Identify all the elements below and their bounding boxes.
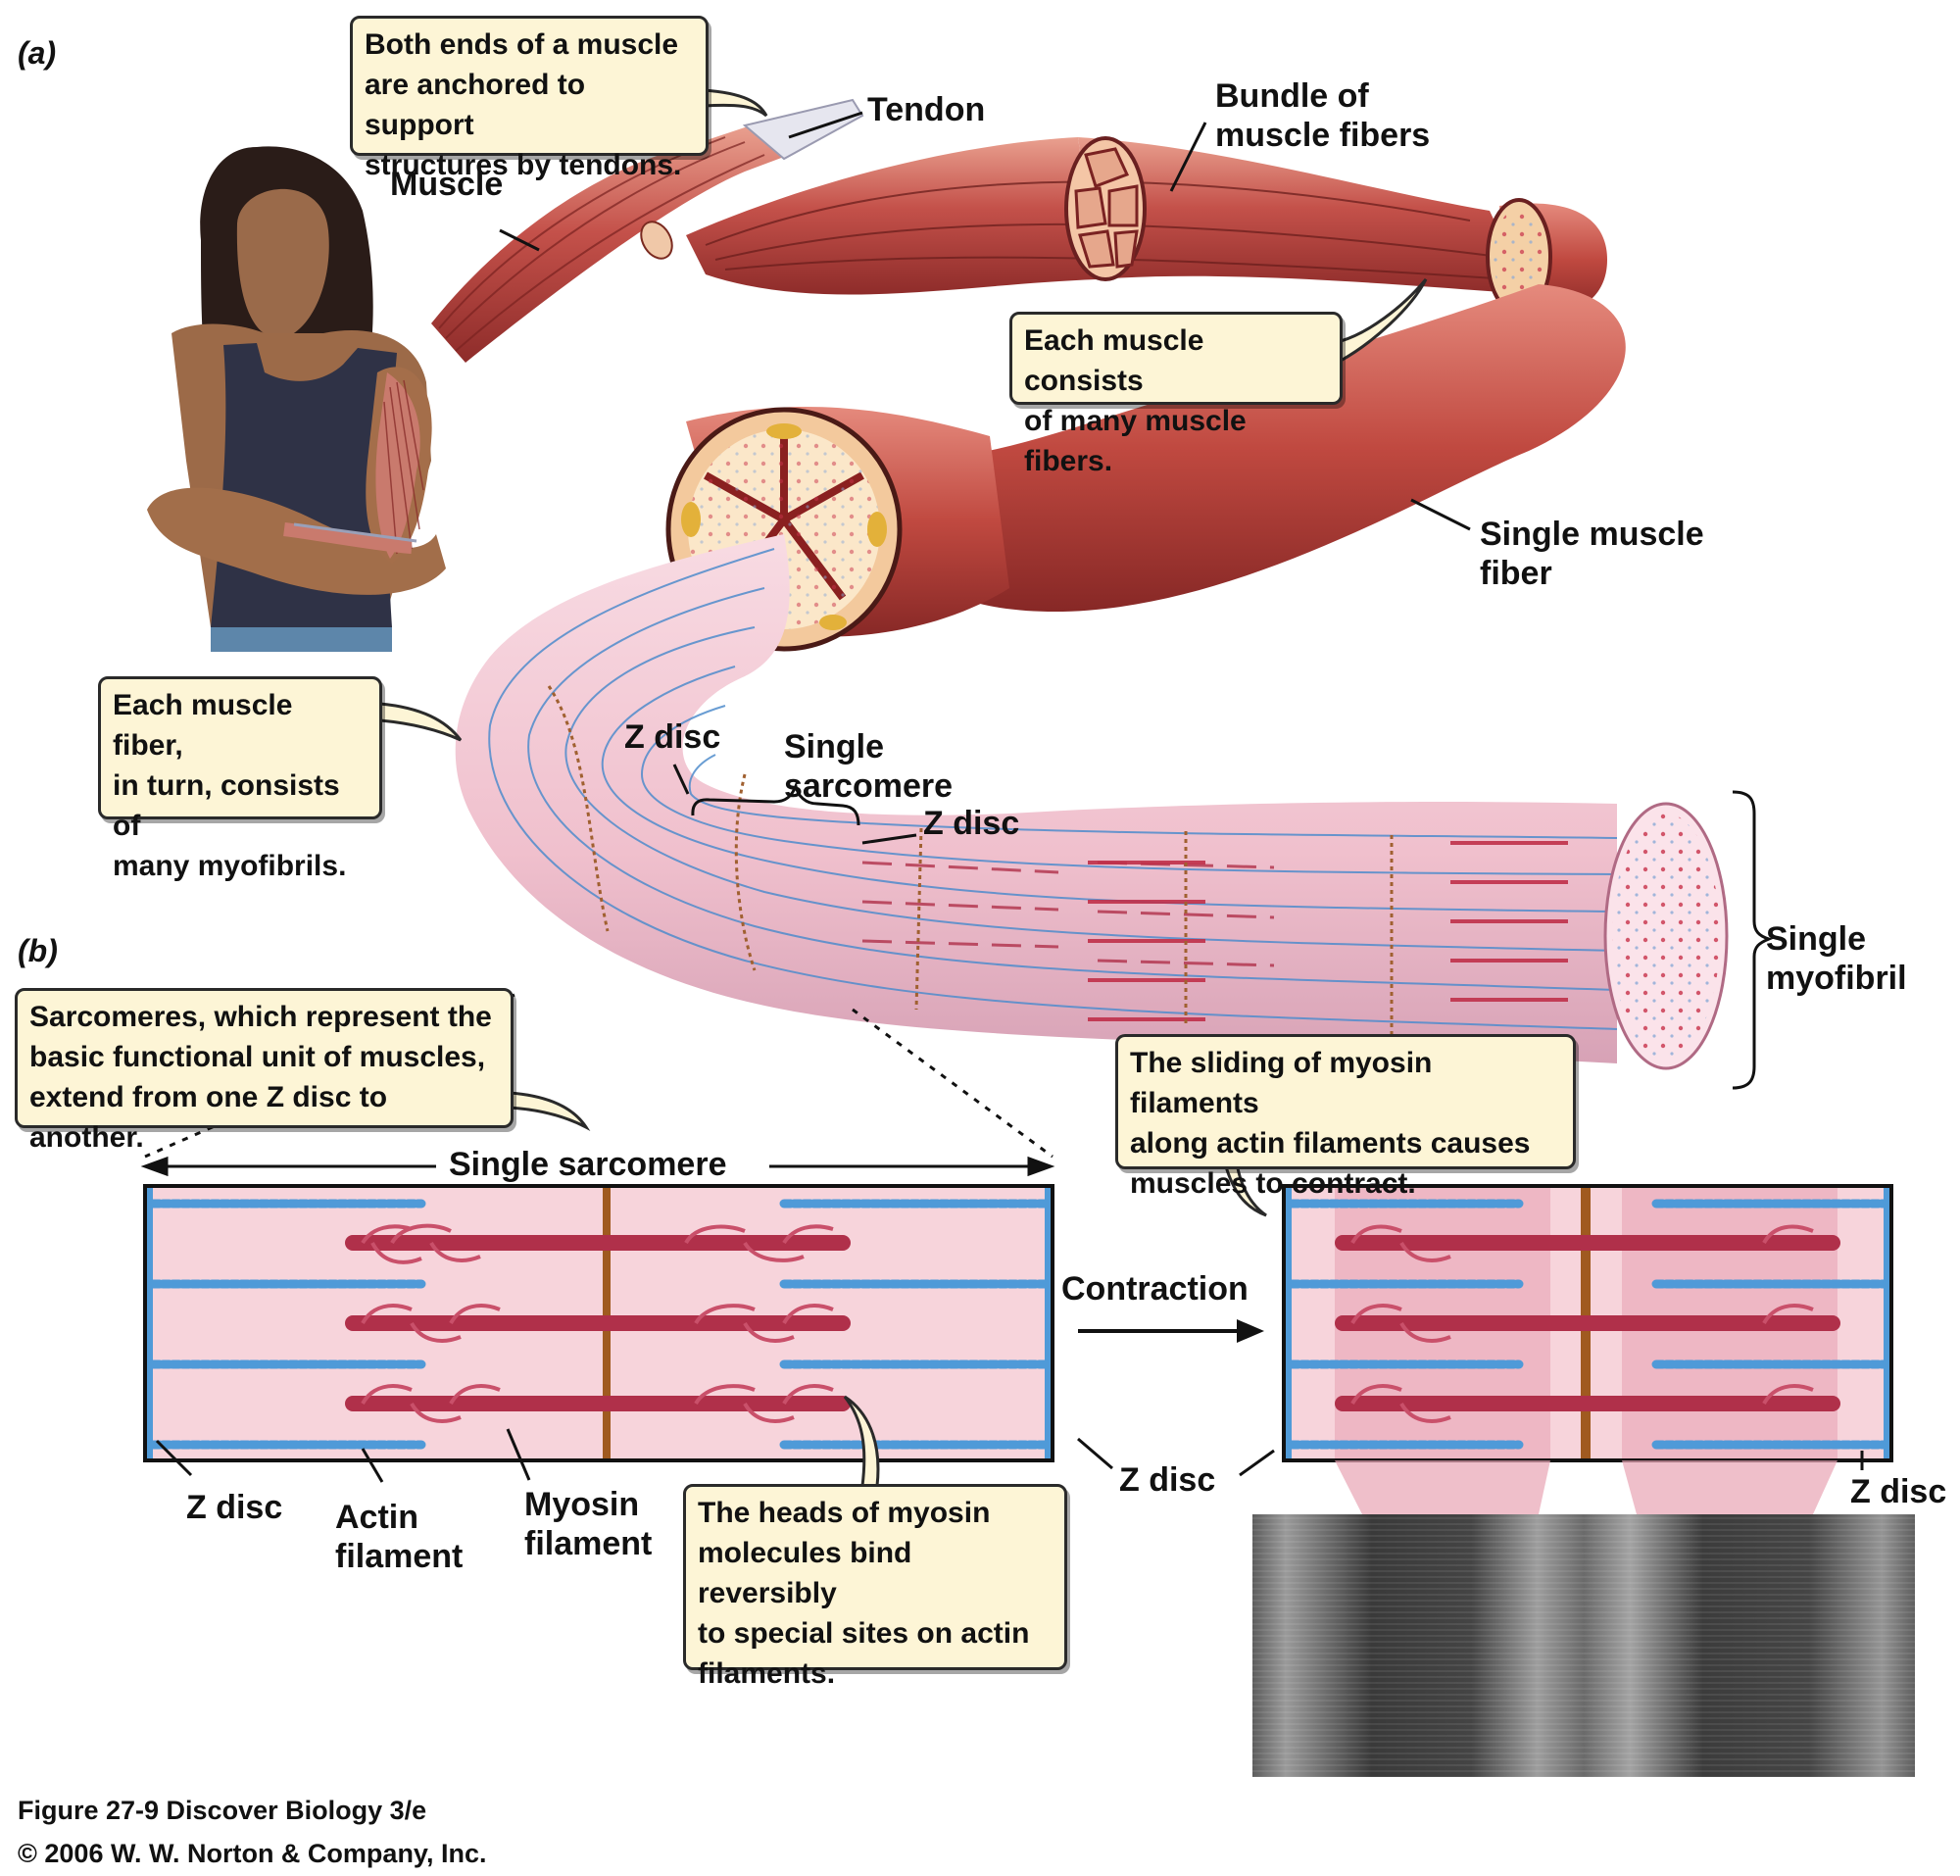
leader-lines [155, 111, 1864, 1483]
label-contraction: Contraction [1061, 1270, 1249, 1308]
callout-tails [378, 88, 1428, 1488]
label-bundle-of-muscle-fibers: Bundle of muscle fibers [1215, 77, 1431, 154]
label-single-sarcomere-upper: Single sarcomere [784, 728, 954, 805]
callout-sarcomeres: Sarcomeres, which represent the basic fu… [15, 988, 514, 1154]
sarcomere-width-arrow [140, 1156, 1055, 1177]
label-myosin-filament: Myosin filament [524, 1486, 653, 1562]
label-single-muscle-fiber: Single muscle fiber [1480, 516, 1704, 592]
panel-b-label: (b) [18, 933, 58, 968]
upper-sarcomere-brace [691, 780, 860, 826]
woman-figure [147, 146, 446, 652]
label-single-sarcomere-b: Single sarcomere [449, 1146, 727, 1183]
figure-caption: Figure 27-9 Discover Biology 3/e [18, 1796, 427, 1825]
sarcomere-contracted [1282, 1184, 1893, 1514]
panel-a-label: (a) [18, 35, 57, 71]
label-z-disc-b-right: Z disc [1850, 1473, 1947, 1510]
label-z-disc-upper-right: Z disc [923, 805, 1020, 842]
callout-tendons: Both ends of a muscle are anchored to su… [350, 16, 709, 181]
label-z-disc-upper-left: Z disc [624, 718, 721, 756]
label-muscle: Muscle [390, 166, 504, 203]
muscle-illustration [431, 98, 864, 363]
sarcomere-relaxed [143, 1184, 1054, 1462]
zoom-lines [144, 993, 1054, 1159]
callout-myosin-heads: The heads of myosin molecules bind rever… [683, 1484, 1067, 1690]
label-z-disc-b-mid: Z disc [1119, 1461, 1216, 1499]
myofibril-illustration [455, 534, 1729, 1070]
label-actin-filament: Actin filament [335, 1499, 464, 1575]
contraction-arrow [1078, 1319, 1264, 1343]
myofibril-bracket [1732, 790, 1774, 1090]
fascicle-illustration [686, 136, 1607, 317]
copyright-notice: © 2006 W. W. Norton & Company, Inc. [18, 1839, 487, 1868]
label-single-myofibril: Single myofibril [1766, 920, 1907, 997]
electron-micrograph [1252, 1514, 1915, 1777]
callout-sliding: The sliding of myosin filaments along ac… [1115, 1034, 1576, 1200]
label-tendon: Tendon [867, 91, 986, 128]
callout-myofibrils: Each muscle fiber, in turn, consists of … [98, 676, 382, 882]
label-z-disc-b-left: Z disc [186, 1489, 283, 1526]
callout-fibers: Each muscle consists of many muscle fibe… [1009, 312, 1343, 477]
